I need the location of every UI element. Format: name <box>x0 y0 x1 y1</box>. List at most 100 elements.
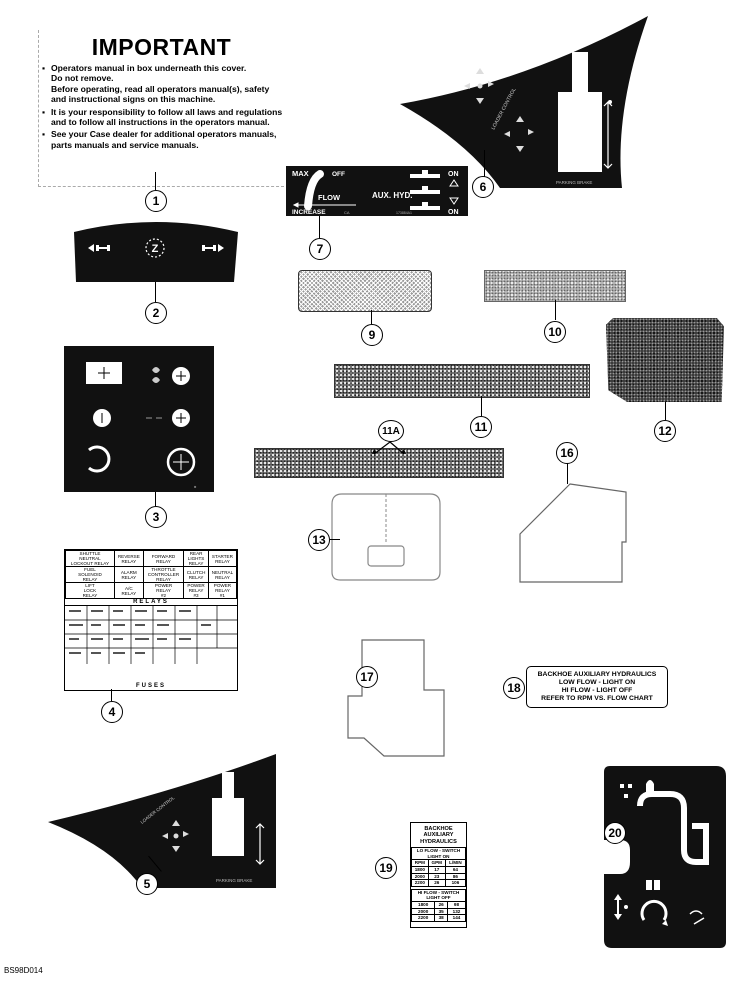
decal-19-title: BACKHOE AUXILIARY HYDRAULICS <box>420 826 457 845</box>
decal-4-relay-fuse-chart: SHUTTLE NEUTRAL LOCKOUT RELAY REVERSE RE… <box>64 549 238 691</box>
important-item: Operators manual in box underneath this … <box>42 63 284 105</box>
on-bottom-label: ON <box>448 209 459 216</box>
callout-11a-leaders <box>372 441 406 455</box>
decal-13-outline <box>331 493 441 581</box>
cell: 98 <box>446 900 467 909</box>
figure-code: BS98D014 <box>4 966 43 975</box>
relay-cell: POWER RELAY #1 <box>207 582 238 599</box>
decal-6: LOADER CONTROL PARKING BRAKE <box>400 16 648 188</box>
off-label: OFF <box>332 171 345 178</box>
fuses-title: FUSES <box>135 683 166 689</box>
callout-18: 18 <box>503 677 525 699</box>
decal-5: LOADER CONTROL PARKING BRAKE <box>48 754 276 888</box>
cell: 2200 <box>410 914 436 922</box>
important-item: It is your responsibility to follow all … <box>42 107 284 128</box>
callout-4: 4 <box>101 701 123 723</box>
cell: 1800 <box>410 900 436 909</box>
part-number: 173884A1 <box>396 211 412 215</box>
cell: 64 <box>444 866 467 874</box>
relay-cell: NEUTRAL RELAY <box>207 566 238 583</box>
leader-line <box>555 300 557 320</box>
important-item: See your Case dealer for additional oper… <box>42 129 284 150</box>
cell: 2000 <box>410 907 436 916</box>
callout-17: 17 <box>356 666 378 688</box>
relay-cell: STARTER RELAY <box>207 550 238 567</box>
svg-text:■: ■ <box>194 484 197 489</box>
cell: 106 <box>444 879 467 887</box>
decal-9-reflector <box>298 270 432 312</box>
decal-11a-strip <box>254 448 504 478</box>
relay-cell: SHUTTLE NEUTRAL LOCKOUT RELAY <box>65 550 115 567</box>
cell: 23 <box>427 872 446 881</box>
relays-title: RELAYS <box>65 599 237 606</box>
leader-line <box>330 539 340 541</box>
parking-brake-text: PARKING BRAKE <box>556 180 592 185</box>
relay-cell: FUEL SOLENOID RELAY <box>65 566 115 583</box>
relay-cell: A/C RELAY <box>113 582 144 599</box>
leader-line <box>665 402 667 420</box>
decal-18-line: BACKHOE AUXILIARY HYDRAULICS <box>537 671 657 678</box>
decal-20 <box>604 766 726 948</box>
cell: 86 <box>444 872 467 881</box>
callout-11: 11 <box>470 416 492 438</box>
leader-line <box>111 689 113 701</box>
leader-line <box>155 282 157 302</box>
parking-brake-text: PARKING BRAKE <box>216 878 252 883</box>
decal-16-outline <box>519 483 627 583</box>
relay-cell: FORWARD RELAY <box>142 550 185 567</box>
leader-line <box>567 462 569 484</box>
decal-3: ■ <box>64 346 214 492</box>
important-decal: IMPORTANT Operators manual in box undern… <box>38 30 284 187</box>
callout-1: 1 <box>145 190 167 212</box>
relay-cell: LIFT LOCK RELAY <box>65 582 115 599</box>
aux-hyd-label: AUX. HYD. <box>372 191 412 200</box>
callout-16: 16 <box>556 442 578 464</box>
callout-5: 5 <box>136 873 158 895</box>
decal-17-outline <box>347 639 445 757</box>
callout-19: 19 <box>375 857 397 879</box>
col-header: RPM <box>411 859 429 867</box>
col-header: GPM <box>427 859 446 867</box>
important-title: IMPORTANT <box>91 34 232 60</box>
cell: 17 <box>427 866 446 874</box>
cell: 26 <box>434 900 448 909</box>
fuse-grid <box>65 606 237 664</box>
decal-18-line: HI FLOW - LIGHT OFF <box>561 687 633 694</box>
decal-2: Z <box>74 222 238 282</box>
callout-2: 2 <box>145 302 167 324</box>
leader-line <box>319 216 321 238</box>
lo-flow-header: LO FLOW - SWITCH LIGHT ON <box>411 847 466 861</box>
callout-9: 9 <box>361 324 383 346</box>
callout-10: 10 <box>544 321 566 343</box>
relay-cell: POWER RELAY #2 <box>142 582 185 599</box>
callout-6: 6 <box>472 176 494 198</box>
callout-13: 13 <box>308 529 330 551</box>
cell: 2000 <box>411 872 429 881</box>
callout-11a: 11A <box>378 420 404 442</box>
cell: 26 <box>427 879 446 887</box>
cell: 38 <box>434 914 448 922</box>
cell: 2200 <box>411 879 429 887</box>
relay-cell: REAR LIGHTS RELAY <box>183 550 209 567</box>
on-top-label: ON <box>448 171 459 178</box>
decal-18-backhoe-aux: BACKHOE AUXILIARY HYDRAULICS LOW FLOW - … <box>526 666 668 708</box>
increase-label: INCREASE <box>292 209 326 216</box>
callout-3: 3 <box>145 506 167 528</box>
cell: 35 <box>434 907 448 916</box>
max-label: MAX <box>292 169 309 178</box>
hi-flow-header: HI FLOW - SWITCH LIGHT OFF <box>411 888 466 902</box>
leader-line <box>371 310 373 324</box>
decal-18-line: LOW FLOW - LIGHT ON <box>558 679 636 686</box>
leader-line <box>155 492 157 506</box>
col-header: L/MIN <box>444 859 467 867</box>
decal-10-strip <box>484 270 626 302</box>
relay-cell: POWER RELAY #3 <box>183 582 209 599</box>
cell: 1800 <box>411 866 429 874</box>
callout-20: 20 <box>604 822 626 844</box>
decal-12-panel <box>606 318 724 402</box>
callout-7: 7 <box>309 238 331 260</box>
svg-text:Z: Z <box>152 243 159 255</box>
leader-line <box>484 150 486 180</box>
